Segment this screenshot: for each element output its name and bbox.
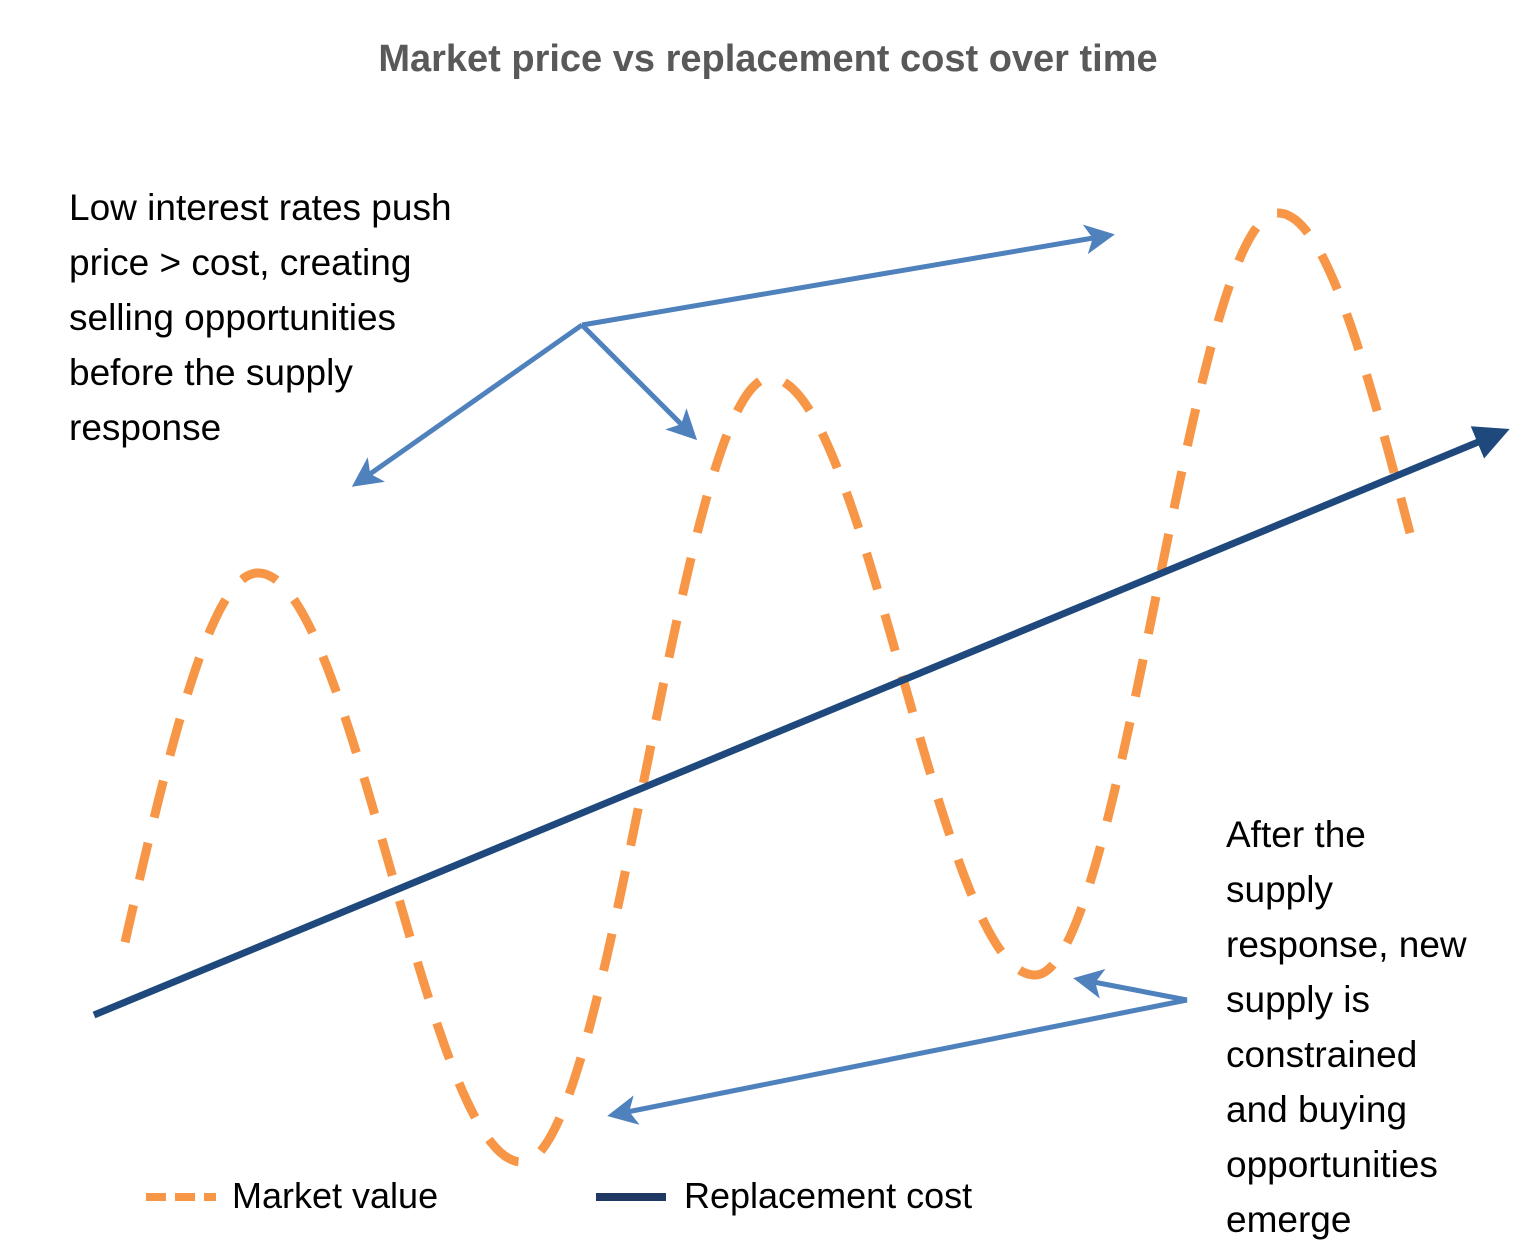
annotation-line: and buying: [1226, 1089, 1408, 1130]
arrow-to-third-peak: [581, 224, 1115, 328]
annotation-buying-opportunities: After the supply response, new supply is…: [1226, 807, 1467, 1247]
annotation-line: emerge: [1226, 1199, 1352, 1240]
annotation-line: selling opportunities: [69, 297, 397, 338]
arrow-to-first-trough: [607, 997, 1188, 1125]
annotation-line: response: [69, 407, 222, 448]
arrow-to-first-peak: [351, 322, 584, 487]
annotation-line: opportunities: [1226, 1144, 1438, 1185]
annotation-line: supply is: [1226, 979, 1370, 1020]
annotation-line: Low interest rates push: [69, 187, 452, 228]
diagram-title: Market price vs replacement cost over ti…: [378, 38, 1158, 80]
annotation-line: supply: [1226, 869, 1333, 910]
annotation-line: response, new: [1226, 924, 1467, 965]
annotation-line: After the: [1226, 814, 1366, 855]
annotation-arrows-bottom: [607, 969, 1188, 1125]
arrow-to-second-peak: [580, 323, 698, 441]
annotation-line: price > cost, creating: [69, 242, 412, 283]
legend-replacement-cost-label: Replacement cost: [684, 1175, 973, 1216]
annotation-selling-opportunities: Low interest rates push price > cost, cr…: [69, 180, 452, 455]
annotation-line: before the supply: [69, 352, 353, 393]
arrow-to-second-trough: [1073, 969, 1188, 1003]
replacement-cost-line: [92, 426, 1510, 1019]
legend-market-value-label: Market value: [232, 1175, 439, 1216]
annotation-line: constrained: [1226, 1034, 1418, 1075]
annotation-arrows-top: [351, 224, 1115, 487]
